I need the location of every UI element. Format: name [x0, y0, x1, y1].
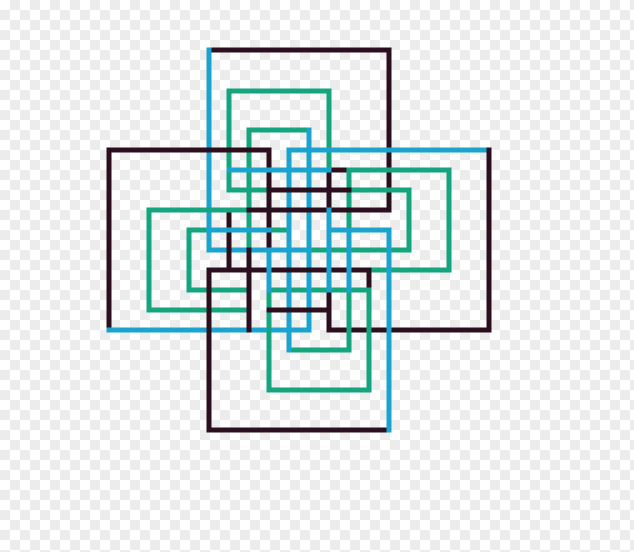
interlaced-square-pattern	[106, 47, 492, 433]
